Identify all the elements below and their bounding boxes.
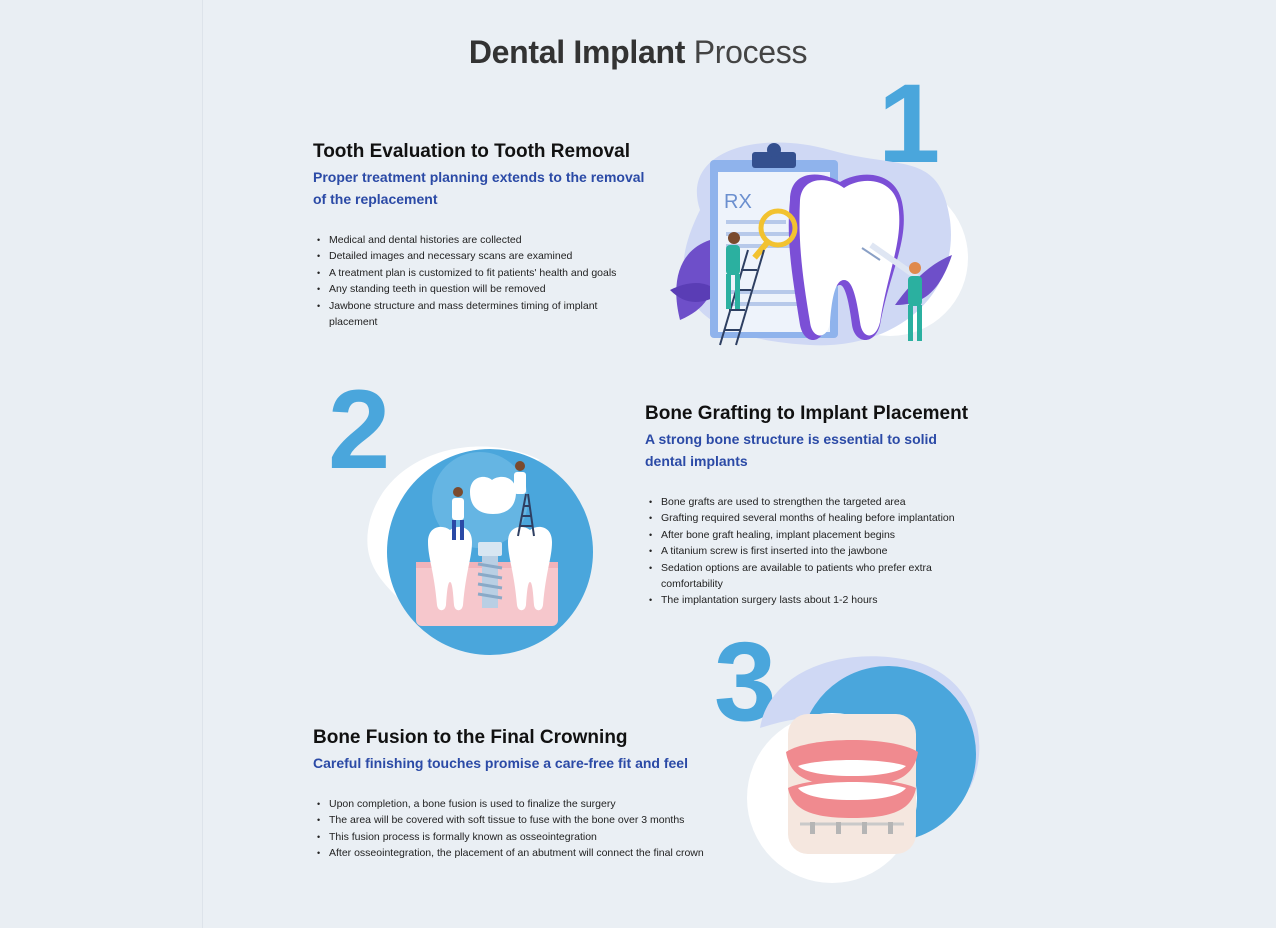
step-1-subheading: Proper treatment planning extends to the… <box>313 169 645 207</box>
denture-icon <box>786 740 918 834</box>
list-item: After osseointegration, the placement of… <box>317 845 733 862</box>
title-light: Process <box>693 34 808 70</box>
tooth-evaluation-illustration: RX <box>670 142 968 346</box>
title-bold: Dental Implant <box>468 34 686 70</box>
crown-icon <box>470 476 516 514</box>
list-item: Any standing teeth in question will be r… <box>317 281 653 298</box>
list-item: Jawbone structure and mass determines ti… <box>317 298 629 331</box>
step-2-bullets: Bone grafts are used to strengthen the t… <box>645 494 985 609</box>
list-item: Detailed images and necessary scans are … <box>317 248 653 265</box>
step-3-subheading: Careful finishing touches promise a care… <box>313 755 688 771</box>
nurse-figure-icon <box>908 262 922 341</box>
assistant-figure-icon <box>514 461 526 494</box>
bone-grafting-illustration <box>367 446 593 655</box>
magnifier-icon <box>752 208 798 260</box>
tooth-icon <box>428 526 552 611</box>
list-item: A treatment plan is customized to fit pa… <box>317 265 653 282</box>
step-2-number: 2 <box>328 367 391 492</box>
list-item: Upon completion, a bone fusion is used t… <box>317 796 733 813</box>
list-item: Sedation options are available to patien… <box>649 560 961 593</box>
step-3-bullets: Upon completion, a bone fusion is used t… <box>313 796 733 862</box>
list-item: After bone graft healing, implant placem… <box>649 527 985 544</box>
page-title: Dental Implant Process <box>0 34 1276 71</box>
rx-label: RX <box>724 191 752 213</box>
step-1-bullets: Medical and dental histories are collect… <box>313 232 653 330</box>
dentist-figure-icon <box>452 487 464 540</box>
step-2-section: Bone Grafting to Implant Placement A str… <box>645 402 985 609</box>
step-2-subheading: A strong bone structure is essential to … <box>645 431 937 469</box>
tooth-icon <box>788 174 904 340</box>
dentist-figure-icon <box>726 232 740 309</box>
step-2-heading: Bone Grafting to Implant Placement <box>645 403 969 424</box>
syringe-icon <box>861 242 919 280</box>
step-1-number: 1 <box>878 61 941 186</box>
list-item: Medical and dental histories are collect… <box>317 232 653 249</box>
list-item: This fusion process is formally known as… <box>317 829 733 846</box>
step-3-heading: Bone Fusion to the Final Crowning <box>313 727 628 748</box>
step-1-heading: Tooth Evaluation to Tooth Removal <box>313 141 631 162</box>
list-item: A titanium screw is first inserted into … <box>649 543 985 560</box>
step-1-section: Tooth Evaluation to Tooth Removal Proper… <box>313 140 653 330</box>
left-gutter <box>0 0 203 928</box>
list-item: Bone grafts are used to strengthen the t… <box>649 494 985 511</box>
bone-fusion-illustration <box>747 656 980 883</box>
list-item: The area will be covered with soft tissu… <box>317 812 733 829</box>
ladder-icon <box>517 493 535 537</box>
list-item: Grafting required several months of heal… <box>649 510 985 527</box>
list-item: The implantation surgery lasts about 1-2… <box>649 592 985 609</box>
implant-icon <box>477 542 503 608</box>
step-3-section: Bone Fusion to the Final Crowning Carefu… <box>313 726 733 862</box>
